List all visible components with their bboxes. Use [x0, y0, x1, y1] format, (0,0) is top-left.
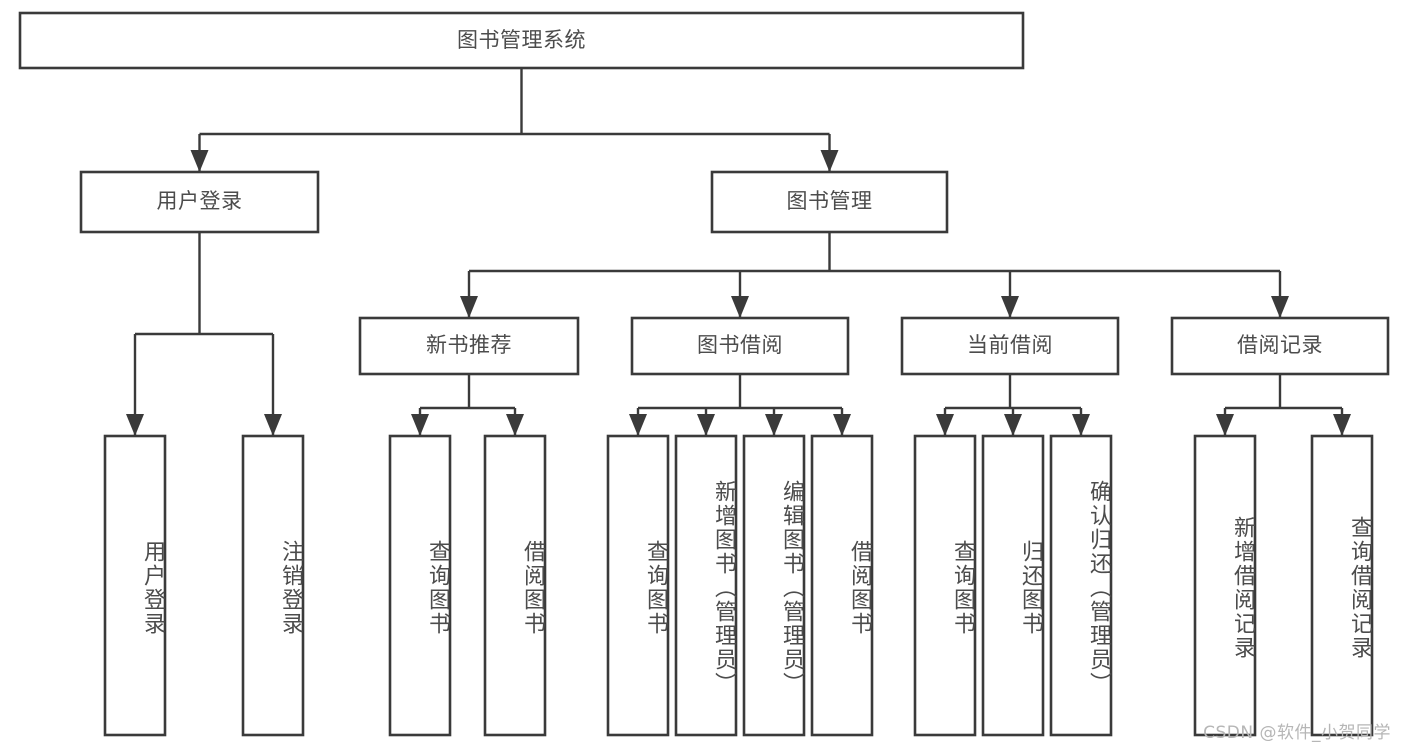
arrowhead-leaf-current-confirm-return [1072, 414, 1090, 436]
node-box-root[interactable] [18, 11, 1025, 70]
arrowhead-leaf-borrow-edit-book [765, 414, 783, 436]
arrowhead-leaf-record-query-record [1333, 414, 1351, 436]
node-box-leaf-record-add-record[interactable] [1193, 434, 1257, 737]
node-box-leaf-borrow-add-book[interactable] [674, 434, 738, 737]
arrowhead-leaf-user-login [126, 414, 144, 436]
node-box-book-management[interactable] [710, 170, 949, 234]
arrowhead-leaf-current-query-book [936, 414, 954, 436]
csdn-watermark: CSDN @软件_小贺同学 [1203, 723, 1391, 743]
arrowhead-current-borrow [1001, 296, 1019, 318]
node-box-book-borrow[interactable] [630, 316, 850, 376]
arrowhead-new-book-recommend [460, 296, 478, 318]
node-box-leaf-current-confirm-return[interactable] [1049, 434, 1113, 737]
node-box-leaf-recommend-borrow-book[interactable] [483, 434, 547, 737]
node-box-layer [18, 11, 1390, 737]
arrowhead-leaf-current-return-book [1004, 414, 1022, 436]
node-box-leaf-borrow-query-book[interactable] [606, 434, 670, 737]
node-box-current-borrow[interactable] [900, 316, 1120, 376]
connector-layer [126, 68, 1351, 436]
arrowhead-leaf-borrow-add-book [697, 414, 715, 436]
arrowhead-leaf-recommend-query-book [411, 414, 429, 436]
node-box-leaf-user-login[interactable] [103, 434, 167, 737]
node-box-new-book-recommend[interactable] [358, 316, 580, 376]
arrowhead-book-borrow [731, 296, 749, 318]
arrowhead-leaf-borrow-query-book [629, 414, 647, 436]
node-box-leaf-user-logout[interactable] [241, 434, 305, 737]
arrowhead-user-login [190, 150, 209, 172]
arrowhead-leaf-user-logout [264, 414, 282, 436]
node-box-leaf-record-query-record[interactable] [1310, 434, 1374, 737]
arrowhead-leaf-record-add-record [1216, 414, 1234, 436]
node-box-borrow-record[interactable] [1170, 316, 1390, 376]
arrowhead-leaf-borrow-borrow-book [833, 414, 851, 436]
arrowhead-borrow-record [1271, 296, 1289, 318]
arrowhead-book-management [820, 150, 839, 172]
node-box-leaf-current-return-book[interactable] [981, 434, 1045, 737]
node-box-leaf-current-query-book[interactable] [913, 434, 977, 737]
node-box-leaf-borrow-edit-book[interactable] [742, 434, 806, 737]
node-box-leaf-recommend-query-book[interactable] [388, 434, 452, 737]
node-box-user-login[interactable] [79, 170, 320, 234]
arrowhead-leaf-recommend-borrow-book [506, 414, 524, 436]
node-box-leaf-borrow-borrow-book[interactable] [810, 434, 874, 737]
